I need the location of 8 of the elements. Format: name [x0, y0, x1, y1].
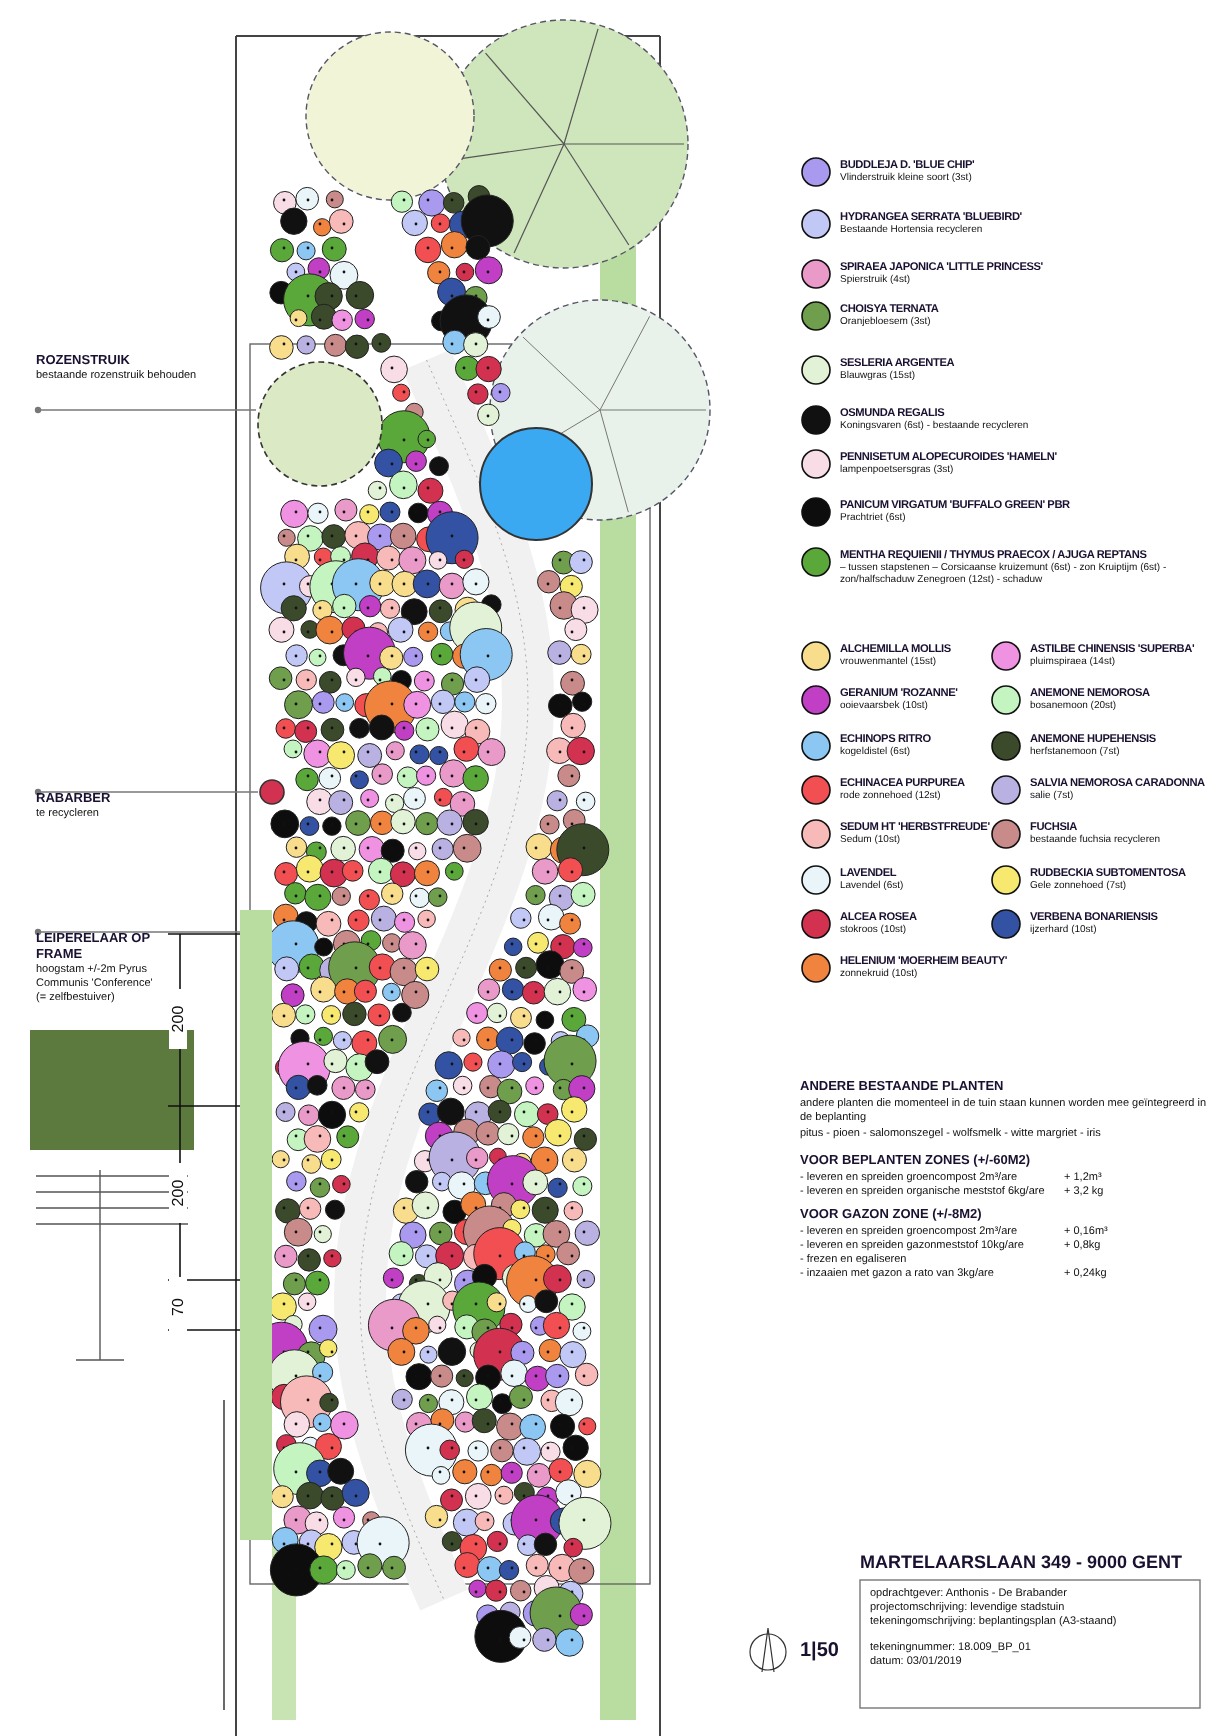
address-heading: MARTELAARSLAAN 349 - 9000 GENT — [860, 1552, 1185, 1572]
dimension-label: 200 — [169, 1163, 187, 1223]
scale-label: 1|50 — [800, 1640, 841, 1662]
leader-line — [34, 928, 241, 936]
leader-line — [34, 788, 259, 796]
dimension-label: 70 — [169, 1277, 187, 1337]
dimension-label: 200 — [169, 989, 187, 1049]
leader-line — [34, 406, 257, 414]
